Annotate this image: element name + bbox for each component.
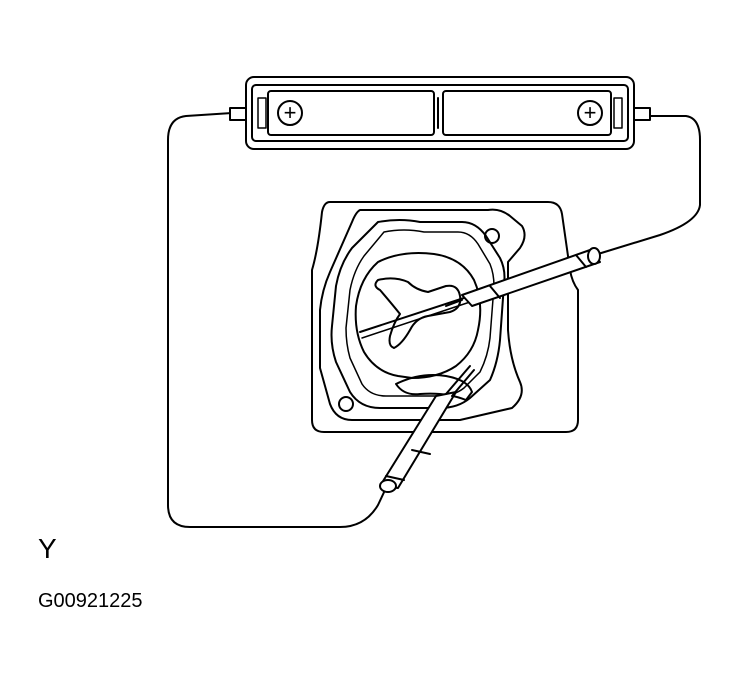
- battery-cell-right: [442, 90, 612, 136]
- battery-terminal-left: +: [277, 100, 303, 126]
- battery-cell-left: [267, 90, 435, 136]
- plus-icon: +: [584, 100, 597, 125]
- callout-label: Y: [38, 533, 57, 564]
- battery-terminal-right: +: [577, 100, 603, 126]
- figure-id: G00921225: [38, 590, 143, 612]
- mounting-hole-top: [484, 228, 500, 244]
- upper-test-probe: [445, 247, 601, 307]
- battery-holder: + +: [229, 76, 651, 150]
- plus-icon: +: [284, 100, 297, 125]
- lower-test-probe: [379, 365, 475, 493]
- component-housing: [311, 201, 579, 433]
- mounting-hole-bottom: [338, 396, 354, 412]
- left-wire: [167, 112, 387, 528]
- right-wire: [597, 115, 701, 255]
